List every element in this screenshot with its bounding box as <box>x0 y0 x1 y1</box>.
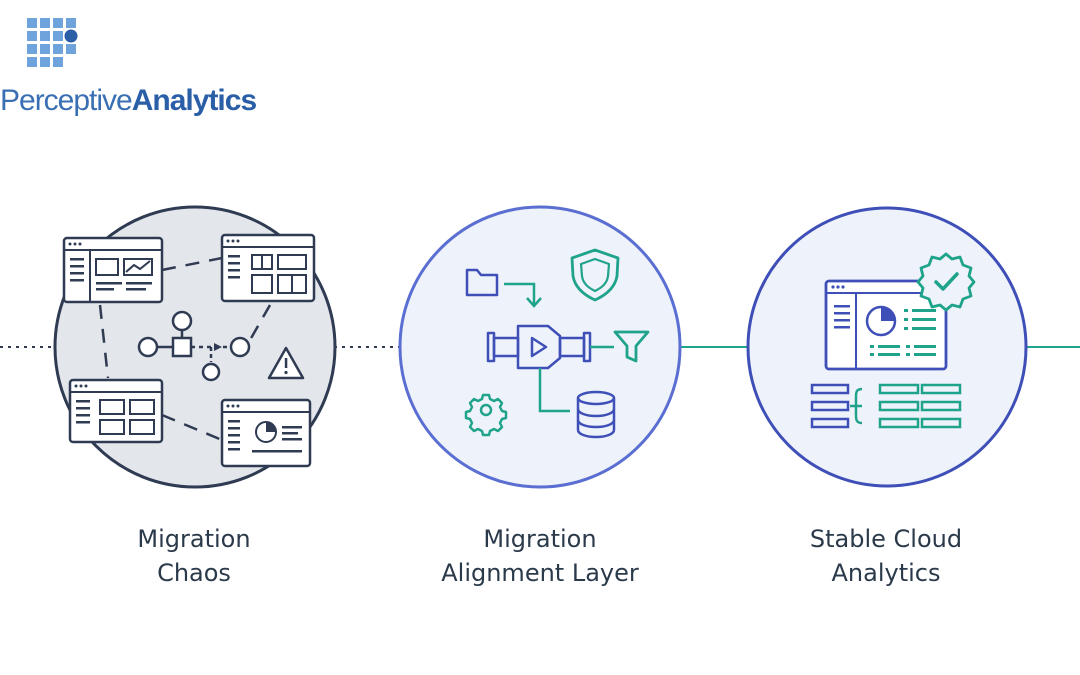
stage-label-line2: Chaos <box>157 559 231 587</box>
flow-arrow <box>214 343 222 351</box>
logo-wordmark: PerceptiveAnalytics <box>0 84 257 118</box>
dashboard-window-icon <box>824 279 948 371</box>
table-mapping-icon <box>810 383 962 429</box>
dashboard-window-icon <box>220 398 312 468</box>
stage-label-line1: Migration <box>137 525 251 553</box>
stage-label-chaos: Migration Chaos <box>54 522 334 590</box>
dashboard-window-icon <box>68 378 164 444</box>
workflow-node-icon <box>137 310 251 382</box>
folder-icon <box>465 268 499 297</box>
pipe-valve-icon <box>486 324 592 370</box>
pie-chart-icon <box>865 305 897 337</box>
checkmark-badge-icon <box>916 252 976 312</box>
stage-label-line1: Stable Cloud <box>809 525 963 553</box>
stage-label-stable-cloud: Stable Cloud Analytics <box>746 522 1026 590</box>
logo-word-1: Perceptive <box>0 84 133 117</box>
alignment-circle <box>398 205 682 489</box>
logo-grid-icon <box>27 18 78 67</box>
stage-label-line1: Migration <box>483 525 597 553</box>
database-icon <box>576 390 616 439</box>
folder-arrow <box>526 297 542 308</box>
gear-icon <box>464 393 508 437</box>
filter-icon <box>613 330 650 363</box>
valve-to-database <box>538 368 570 413</box>
stage-label-line2: Analytics <box>831 559 941 587</box>
stage-label-alignment: Migration Alignment Layer <box>400 522 680 590</box>
brand-logo: PerceptiveAnalytics <box>0 18 260 117</box>
chaos-links <box>98 256 272 442</box>
folder-connector <box>504 282 536 304</box>
warning-icon <box>267 346 305 380</box>
shield-icon <box>570 248 620 302</box>
stage-label-line2: Alignment Layer <box>441 559 639 587</box>
logo-word-2: Analytics <box>131 84 257 117</box>
dashboard-window-icon <box>220 233 316 303</box>
dashboard-window-icon <box>62 236 164 304</box>
